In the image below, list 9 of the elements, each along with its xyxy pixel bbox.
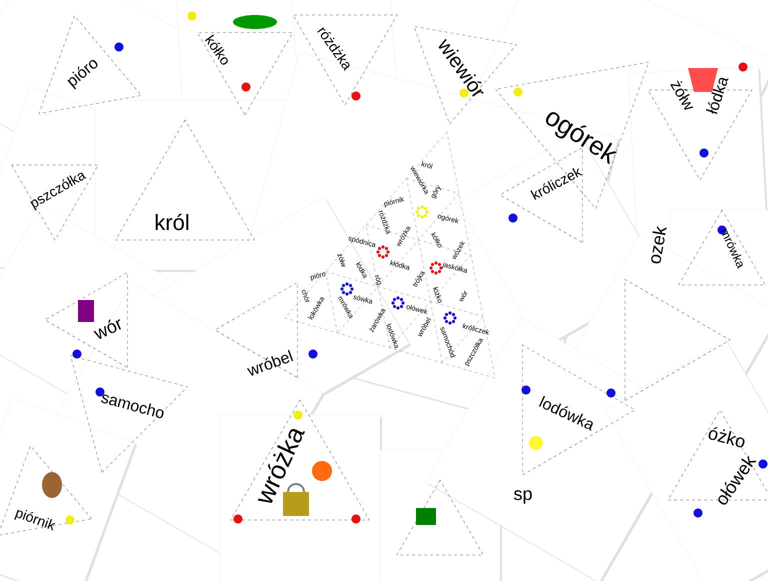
word-label: łódka [706, 78, 728, 114]
word-label: sp [514, 490, 532, 504]
word-label: piórnik [14, 510, 56, 531]
word-label: wróbel [246, 350, 294, 376]
word-label: wór [94, 319, 122, 339]
word-label: król [156, 214, 188, 230]
word-label: óżko [708, 427, 744, 448]
word-label: samocho [101, 394, 164, 418]
word-label: ozek [651, 226, 667, 264]
